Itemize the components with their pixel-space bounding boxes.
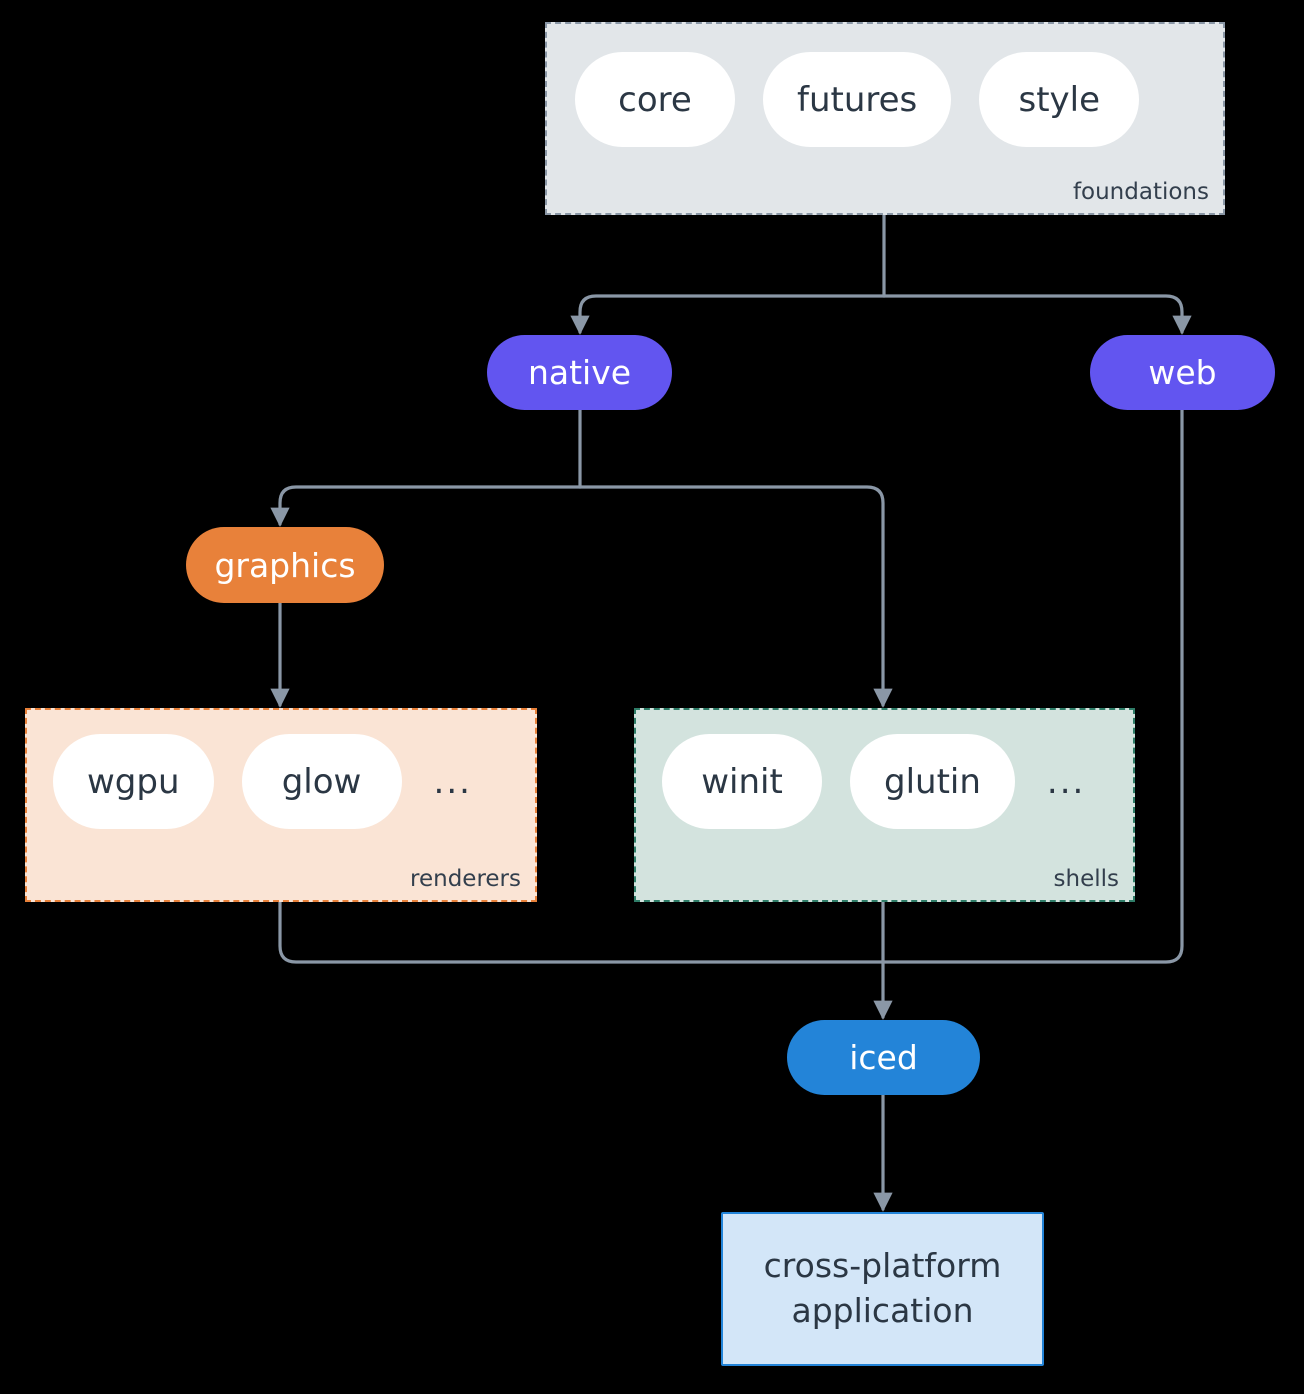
cluster-renderers-label: renderers — [410, 866, 521, 892]
edge-foundations-native — [570, 294, 886, 335]
node-web[interactable]: web — [1090, 335, 1275, 410]
renderers-ellipsis: ... — [433, 761, 472, 802]
node-glutin[interactable]: glutin — [850, 734, 1015, 829]
node-cross-platform-application[interactable]: cross-platform application — [721, 1212, 1044, 1366]
node-core[interactable]: core — [575, 52, 735, 147]
node-winit[interactable]: winit — [662, 734, 822, 829]
edge-foundations-web — [882, 294, 1192, 335]
node-glow[interactable]: glow — [241, 734, 402, 829]
cluster-shells-label: shells — [1053, 866, 1119, 892]
edge-native-shells — [578, 485, 893, 708]
application-label-line2: application — [791, 1291, 974, 1330]
cluster-foundations-items: core futures style — [575, 52, 1140, 147]
cluster-renderers: wgpu glow ... renderers — [25, 708, 537, 902]
node-graphics[interactable]: graphics — [186, 527, 384, 603]
shells-ellipsis: ... — [1046, 761, 1086, 802]
cluster-shells-items: winit glutin ... — [662, 734, 1085, 829]
cluster-renderers-items: wgpu glow ... — [53, 734, 472, 829]
node-style[interactable]: style — [979, 52, 1140, 147]
node-native[interactable]: native — [487, 335, 672, 410]
edge-native-graphics — [270, 485, 582, 527]
node-wgpu[interactable]: wgpu — [53, 734, 214, 829]
cluster-foundations: core futures style foundations — [545, 22, 1225, 215]
edge-renderers-iced — [278, 900, 885, 964]
cluster-shells: winit glutin ... shells — [634, 708, 1135, 902]
cluster-foundations-label: foundations — [1072, 179, 1209, 205]
node-iced[interactable]: iced — [787, 1020, 980, 1095]
application-label-line1: cross-platform — [763, 1246, 1002, 1286]
node-futures[interactable]: futures — [763, 52, 952, 147]
